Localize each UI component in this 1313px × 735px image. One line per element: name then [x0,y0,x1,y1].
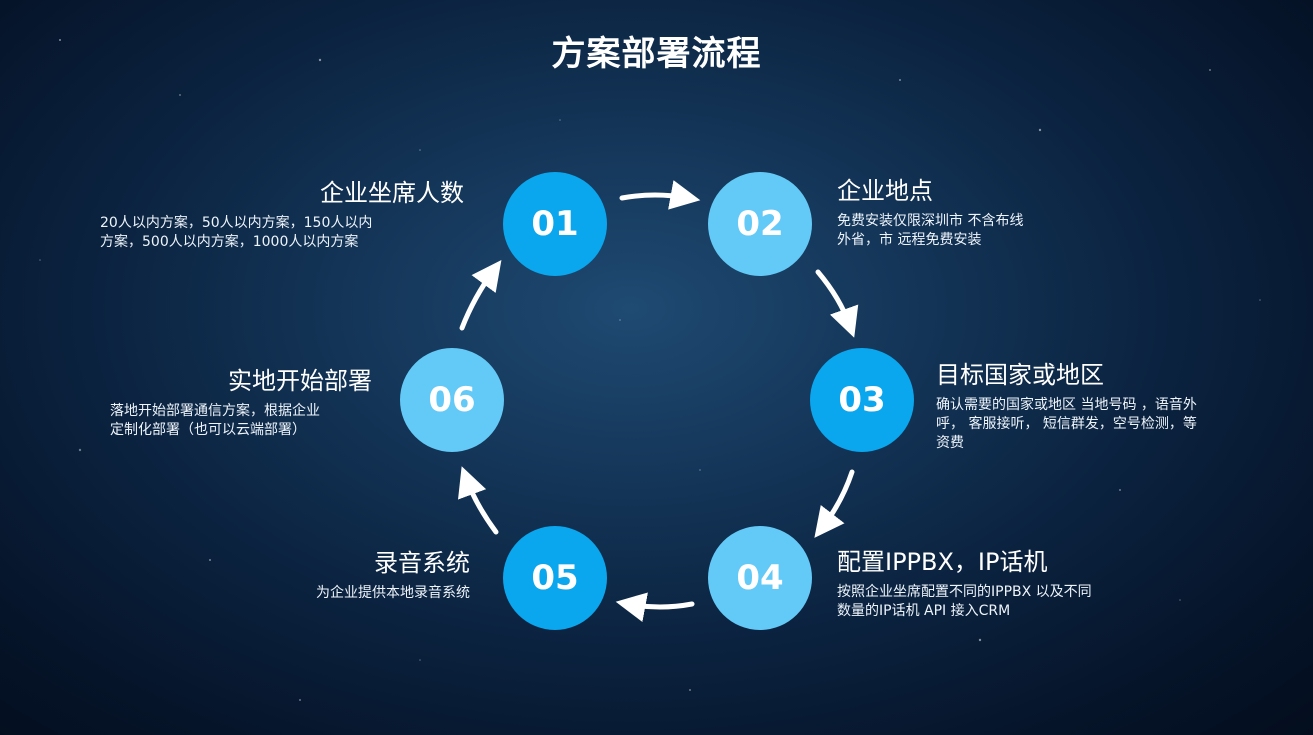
step-02-line-1: 免费安装仅限深圳市 不含布线 [837,213,1024,229]
step-node-02: 02 [708,172,812,276]
step-06-line-2: 定制化部署（也可以云端部署） [110,422,306,438]
step-02-text: 企业地点 免费安装仅限深圳市 不含布线 外省，市 远程免费安装 [837,176,1137,250]
arrow-06-to-01 [459,259,502,331]
step-04-text: 配置IPPBX，IP话机 按照企业坐席配置不同的IPPBX 以及不同 数量的IP… [837,547,1177,621]
step-05-title: 录音系统 [374,549,470,577]
step-01-text: 企业坐席人数 20人以内方案，50人以内方案，150人以内 方案，500人以内方… [100,178,464,252]
step-03-line-2: 呼， 客服接听， 短信群发，空号检测，等 [936,416,1197,432]
step-06-title: 实地开始部署 [228,367,372,395]
arrow-02-to-03 [815,269,859,338]
step-01-line-2: 方案，500人以内方案，1000人以内方案 [100,234,359,250]
step-06-desc: 落地开始部署通信方案，根据企业 定制化部署（也可以云端部署） [110,402,372,440]
step-03-line-1: 确认需要的国家或地区 当地号码 ，语音外 [936,397,1197,413]
arrow-03-to-04 [814,469,855,538]
step-05-text: 录音系统 为企业提供本地录音系统 [200,548,470,603]
step-05-line-1: 为企业提供本地录音系统 [316,585,470,601]
step-04-title: 配置IPPBX，IP话机 [837,548,1048,576]
step-03-desc: 确认需要的国家或地区 当地号码 ，语音外 呼， 客服接听， 短信群发，空号检测，… [936,396,1276,453]
step-06-line-1: 落地开始部署通信方案，根据企业 [110,403,320,419]
step-node-03: 03 [810,348,914,452]
step-01-line-1: 20人以内方案，50人以内方案，150人以内 [100,215,373,231]
arrow-05-to-06 [458,466,499,535]
step-03-text: 目标国家或地区 确认需要的国家或地区 当地号码 ，语音外 呼， 客服接听， 短信… [936,360,1276,453]
step-01-desc: 20人以内方案，50人以内方案，150人以内 方案，500人以内方案，1000人… [100,214,464,252]
step-04-line-2: 数量的IP话机 API 接入CRM [837,603,1011,619]
step-node-01: 01 [503,172,607,276]
step-03-title: 目标国家或地区 [936,361,1104,389]
step-03-line-3: 资费 [936,435,964,451]
step-04-line-1: 按照企业坐席配置不同的IPPBX 以及不同 [837,584,1092,600]
arrow-04-to-05 [615,592,695,622]
step-02-title: 企业地点 [837,177,933,205]
step-05-desc: 为企业提供本地录音系统 [200,584,470,603]
step-02-desc: 免费安装仅限深圳市 不含布线 外省，市 远程免费安装 [837,212,1137,250]
step-node-06: 06 [400,348,504,452]
step-01-title: 企业坐席人数 [320,179,464,207]
step-06-text: 实地开始部署 落地开始部署通信方案，根据企业 定制化部署（也可以云端部署） [110,366,372,440]
page-title: 方案部署流程 [551,34,762,74]
step-node-05: 05 [503,526,607,630]
arrow-01-to-02 [619,180,701,210]
step-04-desc: 按照企业坐席配置不同的IPPBX 以及不同 数量的IP话机 API 接入CRM [837,583,1177,621]
step-node-04: 04 [708,526,812,630]
step-02-line-2: 外省，市 远程免费安装 [837,232,982,248]
